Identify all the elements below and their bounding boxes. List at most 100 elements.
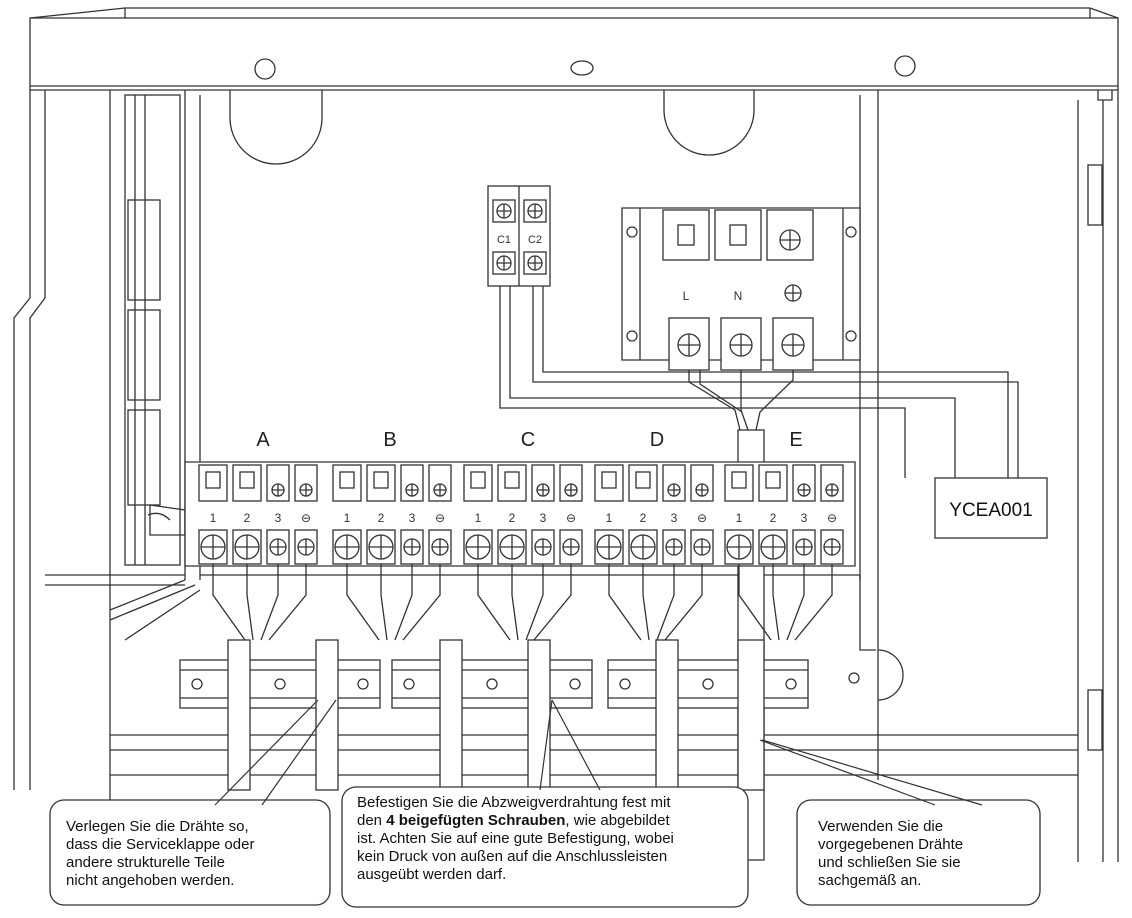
terminal-clip: [628, 464, 658, 502]
clamp-screw-hole: [191, 678, 203, 690]
clamp-plate: [391, 659, 593, 709]
signal-terminal-block: [487, 185, 551, 287]
panel-hole: [848, 672, 860, 684]
callout-middle-bold: 4 beigefügten Schrauben: [386, 812, 566, 829]
cable-bundles: [227, 639, 765, 791]
clamp-screw-hole: [486, 678, 498, 690]
callout-middle-line: kein Druck von außen auf die Anschlussle…: [357, 848, 668, 865]
callout-right-text: Verwenden Sie die vorgegebenen Drähte un…: [818, 818, 963, 890]
power-label-n: N: [734, 289, 743, 303]
leader-lines: [214, 699, 983, 806]
cable-bundle: [737, 639, 765, 791]
terminal-clip: [559, 464, 583, 502]
callout-middle-prefix: den: [357, 812, 387, 829]
pin-label: 2: [378, 511, 385, 525]
terminal-clip: [366, 464, 396, 502]
cable-bundle: [527, 639, 551, 791]
clamp-screw-hole: [785, 678, 797, 690]
pin-label: 2: [244, 511, 251, 525]
callout-middle-line: ausgeübt werden darf.: [357, 866, 507, 883]
terminal-clip: [758, 464, 788, 502]
pin-label: 3: [540, 511, 547, 525]
callout-left-text: Verlegen Sie die Drähte so, dass die Ser…: [66, 818, 254, 890]
callout-left-box: [49, 799, 331, 906]
terminal-clip: [497, 464, 527, 502]
terminal-clip: [531, 464, 555, 502]
clamp-plates: [179, 659, 809, 709]
clamp-screw-hole: [357, 678, 369, 690]
clamp-screw-hole: [403, 678, 415, 690]
pin-label: 2: [509, 511, 516, 525]
clamp-screw-hole: [619, 678, 631, 690]
group-label-c: C: [521, 429, 535, 451]
callout-right-line: sachgemäß an.: [818, 872, 922, 889]
pin-label: ⊖: [697, 511, 707, 525]
pin-label: 1: [736, 511, 743, 525]
clamp-screw-hole: [702, 678, 714, 690]
cable-bundle: [227, 639, 251, 791]
cable-bundle: [439, 639, 463, 791]
terminal-clip: [266, 464, 290, 502]
pin-label: 3: [801, 511, 808, 525]
pin-label: 3: [275, 511, 282, 525]
pin-label: 1: [475, 511, 482, 525]
bottom-rails: [110, 734, 1078, 776]
pin-label: 2: [770, 511, 777, 525]
group-label-b: B: [383, 429, 396, 451]
group-label-d: D: [650, 429, 664, 451]
pin-label: ⊖: [301, 511, 311, 525]
terminal-clip: [232, 464, 262, 502]
pin-label: 1: [606, 511, 613, 525]
pin-label: 3: [409, 511, 416, 525]
terminal-clip: [294, 464, 318, 502]
callout-right-box: [796, 799, 1041, 906]
callout-middle-text: Befestigen Sie die Abzweigverdrahtung fe…: [357, 794, 674, 884]
callout-middle-line: Befestigen Sie die Abzweigverdrahtung fe…: [357, 794, 671, 811]
lid-hole-left: [254, 58, 276, 80]
pin-label: 1: [210, 511, 217, 525]
callout-left-line: dass die Serviceklappe oder: [66, 836, 255, 853]
lid-hole-middle: [570, 60, 594, 76]
callout-middle-line: ist. Achten Sie auf eine gute Befestigun…: [357, 830, 674, 847]
callout-left-line: Verlegen Sie die Drähte so,: [66, 818, 249, 835]
callout-boxes: [49, 786, 1041, 908]
callout-right-line: Verwenden Sie die: [818, 818, 944, 835]
signal-wires: [499, 286, 1019, 478]
clamp-plate: [607, 659, 809, 709]
callout-left-line: nicht angehoben werden.: [66, 872, 235, 889]
clamp-plate: [179, 659, 381, 709]
clamp-screw-hole: [274, 678, 286, 690]
pin-label: 1: [344, 511, 351, 525]
cable-bundle: [315, 639, 339, 791]
terminal-clip: [662, 464, 686, 502]
signal-label-c1: C1: [497, 234, 511, 246]
clamp-screw-hole: [569, 678, 581, 690]
adapter-box: [934, 477, 1048, 539]
branch-wires: [212, 564, 833, 641]
callout-right-line: und schließen Sie sie: [818, 854, 961, 871]
pin-label: 2: [640, 511, 647, 525]
callout-right-line: vorgegebenen Drähte: [818, 836, 964, 853]
terminal-clip: [690, 464, 714, 502]
callout-middle-box: [341, 786, 749, 908]
terminal-clip: [463, 464, 493, 502]
pin-label: ⊖: [827, 511, 837, 525]
power-terminal-block: [621, 207, 861, 371]
power-label-l: L: [683, 289, 690, 303]
terminal-clip: [332, 464, 362, 502]
group-label-e: E: [789, 429, 802, 451]
terminal-clip: [820, 464, 844, 502]
lid-hole-right: [894, 55, 916, 77]
terminal-clip: [594, 464, 624, 502]
cable-bundle: [655, 639, 679, 791]
terminal-clip: [400, 464, 424, 502]
terminal-clip: [198, 464, 228, 502]
terminal-clip: [428, 464, 452, 502]
pin-label: 3: [671, 511, 678, 525]
signal-label-c2: C2: [528, 234, 542, 246]
pin-label: ⊖: [566, 511, 576, 525]
terminal-clip: [724, 464, 754, 502]
callout-left-line: andere strukturelle Teile: [66, 854, 225, 871]
